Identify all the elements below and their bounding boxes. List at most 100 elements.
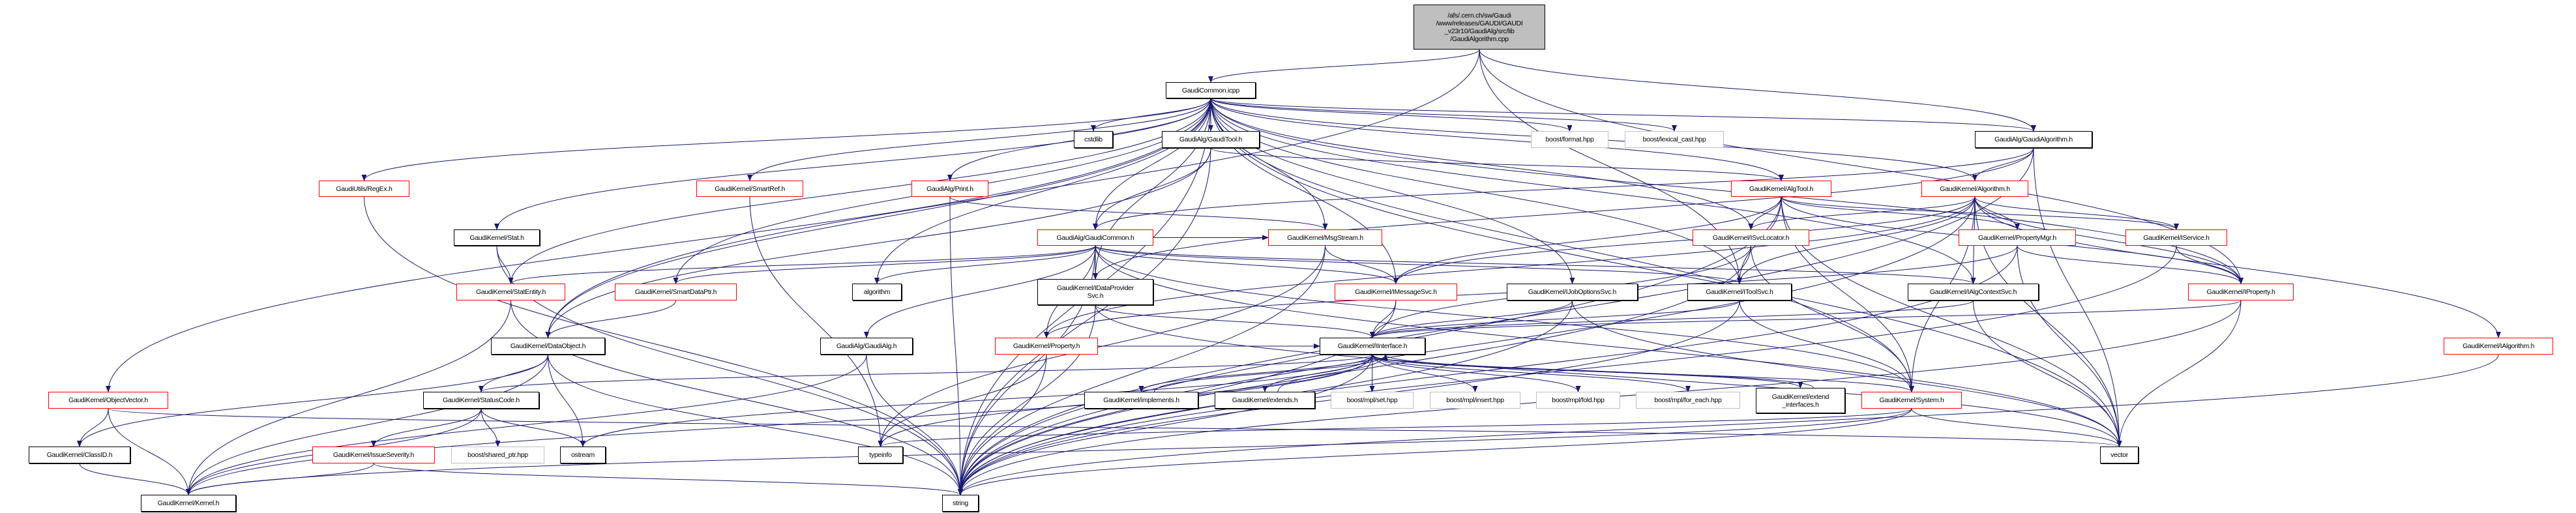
edge-icpp-to-iproperty bbox=[1210, 98, 2243, 284]
edge-extendif-to-interface bbox=[1383, 354, 1814, 388]
node-icpp[interactable]: GaudiCommon.icpp bbox=[1166, 82, 1256, 98]
node-iservice[interactable]: GaudiKernel/IService.h bbox=[2125, 229, 2227, 246]
edge-property-to-typeinfo bbox=[878, 354, 1047, 447]
node-sharedptr[interactable]: boost/shared_ptr.hpp bbox=[451, 447, 544, 463]
node-cstdlib[interactable]: cstdlib bbox=[1074, 131, 1113, 148]
edge-iproperty-to-vector bbox=[2116, 300, 2242, 447]
node-dataobject[interactable]: GaudiKernel/DataObject.h bbox=[491, 338, 605, 355]
node-extendif[interactable]: GaudiKernel/extend _interfaces.h bbox=[1756, 388, 1845, 413]
edge-icpp-to-stat bbox=[494, 98, 1211, 230]
node-imessagesvc[interactable]: GaudiKernel/IMessageSvc.h bbox=[1335, 284, 1457, 300]
edge-statuscode-to-issuesev bbox=[371, 408, 482, 447]
edge-galgh-to-vector bbox=[2033, 147, 2122, 447]
edge-icpp-to-blexical bbox=[1210, 98, 1677, 132]
node-isvcloc[interactable]: GaudiKernel/ISvcLocator.h bbox=[1693, 229, 1809, 246]
edge-src-to-icpp bbox=[1208, 49, 1480, 83]
node-ialgorithm[interactable]: GaudiKernel/IAlgorithm.h bbox=[2444, 338, 2553, 355]
edge-issuesev-to-string bbox=[373, 463, 963, 495]
node-stat[interactable]: GaudiKernel/Stat.h bbox=[454, 229, 540, 246]
node-typeinfo[interactable]: typeinfo bbox=[858, 447, 903, 463]
edge-algorithmh-to-imessagesvc bbox=[1393, 196, 1976, 284]
node-algorithmh[interactable]: GaudiKernel/Algorithm.h bbox=[1921, 181, 2028, 197]
edge-system-to-vector bbox=[1911, 408, 2122, 447]
edge-algorithmh-to-iservice bbox=[1974, 196, 2179, 230]
node-classid[interactable]: GaudiKernel/ClassID.h bbox=[29, 447, 130, 463]
edge-icpp-to-algtool bbox=[1210, 98, 1784, 181]
node-objvector[interactable]: GaudiKernel/ObjectVector.h bbox=[48, 392, 168, 409]
node-src[interactable]: /afs/.cern.ch/sw/Gaudi /www/releases/GAU… bbox=[1414, 5, 1545, 50]
node-smartref[interactable]: GaudiKernel/SmartRef.h bbox=[696, 181, 803, 197]
edge-galgh-to-idataprov bbox=[1093, 147, 2034, 280]
node-kernel[interactable]: GaudiKernel/Kernel.h bbox=[141, 495, 236, 512]
edge-gaudialg-to-string bbox=[866, 354, 963, 495]
edge-gtool-to-algtool bbox=[1210, 147, 1784, 181]
node-gaudialg[interactable]: GaudiAlg/GaudiAlg.h bbox=[820, 338, 913, 355]
node-statuscode[interactable]: GaudiKernel/StatusCode.h bbox=[423, 392, 539, 409]
edge-interface-to-mplforeach bbox=[1372, 354, 1691, 392]
edge-system-to-kernel bbox=[186, 408, 1912, 495]
edge-objvector-to-classid bbox=[77, 408, 109, 447]
edge-gaudialg-to-kernel bbox=[186, 354, 867, 495]
edge-algorithmh-to-ialgorithm bbox=[1974, 196, 2501, 338]
edge-src-to-galgh bbox=[1479, 49, 2036, 132]
node-ijoboptions[interactable]: GaudiKernel/IJobOptionsSvc.h bbox=[1507, 284, 1638, 300]
edge-ialgctx-to-vector bbox=[1973, 300, 2122, 447]
node-mplinsert[interactable]: boost/mpl/insert.hpp bbox=[1430, 392, 1520, 409]
edge-src-to-dataobject bbox=[545, 49, 1480, 338]
node-implements[interactable]: GaudiKernel/implements.h bbox=[1084, 392, 1198, 409]
edge-interface-to-mplset bbox=[1369, 354, 1375, 392]
edge-print-to-string bbox=[949, 196, 963, 495]
node-iproperty[interactable]: GaudiKernel/IProperty.h bbox=[2188, 284, 2294, 300]
edge-interface-to-mplinsert bbox=[1372, 354, 1478, 392]
node-string[interactable]: string bbox=[942, 495, 979, 512]
node-print[interactable]: GaudiAlg/Print.h bbox=[911, 181, 988, 197]
edge-statuscode-to-sharedptr bbox=[481, 408, 501, 447]
node-smartdataptr[interactable]: GaudiKernel/SmartDataPtr.h bbox=[615, 284, 737, 300]
node-interface[interactable]: GaudiKernel/IInterface.h bbox=[1320, 338, 1425, 355]
edge-print-to-msgstream bbox=[949, 196, 1328, 230]
edge-statuscode-to-ostream bbox=[481, 408, 585, 447]
node-msgstream[interactable]: GaudiKernel/MsgStream.h bbox=[1268, 229, 1382, 246]
node-system[interactable]: GaudiKernel/System.h bbox=[1861, 392, 1962, 409]
edge-itoolsvc-to-interface bbox=[1370, 300, 1740, 338]
edge-icpp-to-vector bbox=[1210, 98, 2122, 447]
edge-algorithmh-to-iproperty bbox=[1974, 196, 2243, 284]
node-regex[interactable]: GaudiUtils/RegEx.h bbox=[319, 181, 409, 197]
node-mplforeach[interactable]: boost/mpl/for_each.hpp bbox=[1636, 392, 1740, 409]
node-itoolsvc[interactable]: GaudiKernel/IToolSvc.h bbox=[1687, 284, 1792, 300]
edge-interface-to-kernel bbox=[186, 354, 1373, 495]
node-ialgctx[interactable]: GaudiKernel/IAlgContextSvc.h bbox=[1908, 284, 2039, 300]
edge-interface-to-string bbox=[958, 354, 1373, 495]
edge-dataobject-to-string bbox=[548, 354, 963, 495]
edge-icpp-to-regex bbox=[361, 98, 1211, 181]
node-statentity[interactable]: GaudiKernel/StatEntity.h bbox=[456, 284, 565, 300]
node-issuesev[interactable]: GaudiKernel/IssueSeverity.h bbox=[312, 447, 435, 463]
node-gtool[interactable]: GaudiAlg/GaudiTool.h bbox=[1162, 131, 1260, 148]
node-extends[interactable]: GaudiKernel/extends.h bbox=[1215, 392, 1315, 409]
node-algtool[interactable]: GaudiKernel/AlgTool.h bbox=[1731, 181, 1831, 197]
edge-icpp-to-ialgctx bbox=[1210, 98, 1976, 284]
node-idataprov[interactable]: GaudiKernel/IDataProvider Svc.h bbox=[1037, 279, 1153, 305]
edge-gcommon-to-vector bbox=[1095, 245, 2122, 447]
node-mplfold[interactable]: boost/mpl/fold.hpp bbox=[1536, 392, 1620, 409]
node-bformat[interactable]: boost/format.hpp bbox=[1531, 131, 1608, 148]
edge-dataobject-to-classid bbox=[77, 354, 548, 447]
node-ostream[interactable]: ostream bbox=[560, 447, 606, 463]
edge-classid-to-kernel bbox=[79, 463, 191, 495]
node-gcommon[interactable]: GaudiAlg/GaudiCommon.h bbox=[1037, 229, 1153, 246]
node-mplset[interactable]: boost/mpl/set.hpp bbox=[1331, 392, 1414, 409]
edge-icpp-to-bformat bbox=[1210, 98, 1573, 132]
edge-gcommon-to-gaudialg bbox=[864, 245, 1096, 338]
edge-gtool-to-gcommon bbox=[1093, 147, 1211, 230]
edge-algtool-to-iservice bbox=[1781, 196, 2179, 230]
edge-ijoboptions-to-vector bbox=[1572, 300, 2122, 447]
node-galgh[interactable]: GaudiAlg/GaudiAlgorithm.h bbox=[1975, 131, 2092, 148]
node-propmgr[interactable]: GaudiKernel/PropertyMgr.h bbox=[1959, 229, 2076, 246]
node-blexical[interactable]: boost/lexical_cast.hpp bbox=[1625, 131, 1724, 148]
node-property[interactable]: GaudiKernel/Property.h bbox=[995, 338, 1098, 355]
node-vector[interactable]: vector bbox=[2100, 447, 2139, 463]
edge-interface-to-mplfold bbox=[1372, 354, 1581, 392]
node-algorithm[interactable]: algorithm bbox=[852, 284, 902, 300]
edge-gcommon-to-itoolsvc bbox=[1095, 245, 1742, 284]
